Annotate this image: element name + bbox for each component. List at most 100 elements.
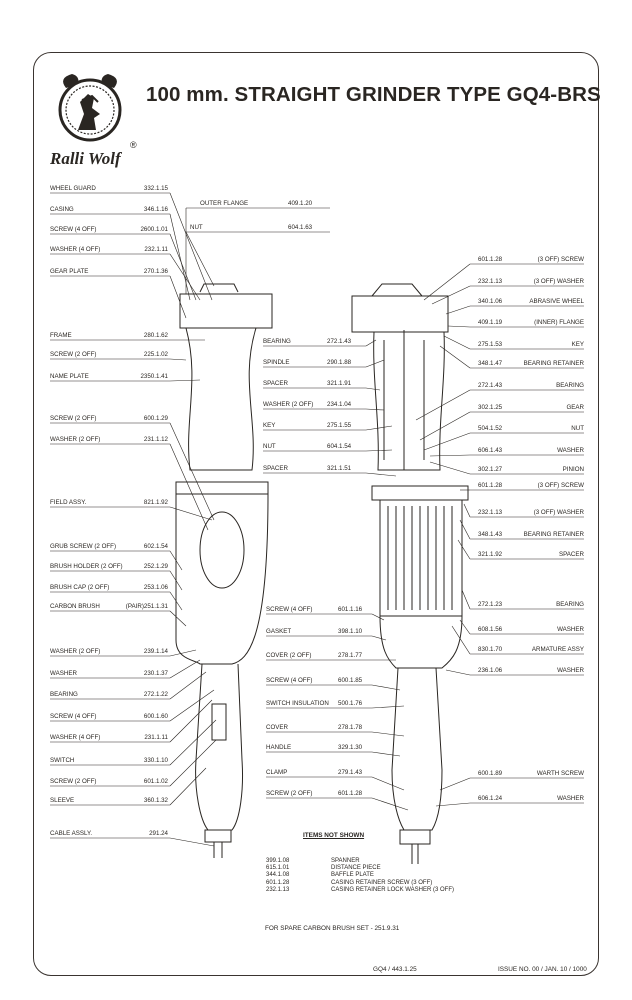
leader-line: [169, 837, 215, 847]
part-number: 232.1.11: [144, 246, 168, 253]
leader-line: [169, 719, 217, 766]
part-number: 606.1.24: [478, 795, 503, 802]
leader-line: [459, 519, 471, 540]
part-name: FRAME: [50, 332, 72, 339]
not-shown-part-name: DISTANCE PIECE: [331, 865, 381, 872]
part-number: 2600.1.01: [140, 226, 168, 233]
part-name: WASHER: [557, 667, 584, 674]
leader-line: [371, 797, 409, 811]
part-name: SCREW (2 OFF): [50, 351, 97, 358]
leader-line: [371, 684, 401, 691]
not-shown-part-number: 399.1.08: [266, 858, 290, 864]
part-name: SPINDLE: [263, 359, 290, 366]
part-name: NUT: [263, 443, 276, 450]
leader-line: [169, 192, 213, 301]
leader-line: [461, 589, 471, 610]
part-number: 280.1.62: [143, 332, 168, 339]
armature-section: [379, 499, 463, 617]
part-number: 348.1.43: [478, 531, 503, 538]
part-number: 340.1.06: [478, 298, 503, 305]
part-name: PINION: [562, 466, 584, 473]
leader-line: [447, 325, 471, 328]
motor-housing-outline: [175, 493, 269, 665]
part-number: 360.1.32: [143, 797, 168, 804]
not-shown-part-name: CASING RETAINER SCREW (3 OFF): [331, 879, 433, 886]
page-title: 100 mm. STRAIGHT GRINDER TYPE GQ4-BRS: [146, 83, 601, 106]
part-number: 234.1.04: [327, 401, 352, 408]
leader-line: [443, 335, 471, 350]
leader-line: [457, 539, 471, 560]
leader-line: [365, 408, 385, 411]
part-number: 278.1.78: [338, 724, 363, 731]
part-number: 830.1.70: [478, 646, 503, 653]
part-number: (PAIR)251.1.31: [125, 603, 168, 610]
part-name: BEARING: [50, 691, 78, 698]
part-number: 346.1.16: [143, 206, 168, 213]
part-name: COVER (2 OFF): [266, 652, 312, 659]
leader-line: [365, 472, 397, 477]
part-name: BEARING RETAINER: [523, 360, 584, 367]
leader-line: [371, 613, 385, 621]
handle-outline: [195, 663, 243, 831]
leader-line: [439, 345, 471, 369]
leader-line: [371, 635, 387, 641]
part-number: 600.1.85: [338, 677, 363, 684]
leader-line: [169, 610, 187, 627]
part-number: 275.1.53: [478, 341, 503, 348]
part-number: 2350.1.41: [140, 373, 168, 380]
part-number: 601.1.16: [338, 606, 363, 613]
part-number: 270.1.36: [143, 268, 168, 275]
part-name: WASHER (2 OFF): [50, 648, 101, 655]
part-name: HANDLE: [266, 744, 292, 751]
not-shown-part-number: 232.1.13: [266, 886, 290, 893]
leader-line: [169, 253, 201, 301]
part-name: KEY: [571, 341, 584, 348]
leader-line: [169, 275, 187, 319]
leader-line: [169, 671, 207, 700]
leader-line: [169, 443, 209, 531]
part-name: WASHER: [557, 626, 584, 633]
part-number: 275.1.55: [327, 422, 352, 429]
part-number: 600.1.29: [143, 415, 168, 422]
part-name: CABLE ASSLY.: [50, 830, 93, 837]
leader-line: [169, 591, 183, 611]
leader-line: [169, 233, 197, 301]
part-number: 321.1.51: [327, 465, 352, 472]
part-name: WASHER (4 OFF): [50, 734, 101, 741]
part-number: 606.1.43: [478, 447, 503, 454]
leader-line: [445, 669, 471, 676]
part-number: 278.1.77: [338, 652, 363, 659]
part-number: 504.1.52: [478, 425, 503, 432]
part-number: 601.1.28: [478, 482, 503, 489]
part-number: 398.1.10: [338, 628, 363, 635]
part-name: SWITCH INSULATION: [266, 700, 329, 707]
part-number: 602.1.54: [143, 543, 168, 550]
part-number: 232.1.13: [478, 509, 503, 516]
part-name: NAME PLATE: [50, 373, 89, 380]
wheel-guard-outline: [179, 293, 273, 329]
part-name: BEARING RETAINER: [523, 531, 584, 538]
leader-line: [371, 731, 405, 737]
leader-line: [365, 339, 377, 347]
part-name: SCREW (2 OFF): [50, 415, 97, 422]
leader-line: [169, 379, 201, 382]
leader-line: [169, 506, 213, 521]
footer-code: GQ4 / 443.1.25: [373, 966, 417, 973]
leader-line: [169, 689, 215, 722]
part-name: BEARING: [556, 382, 584, 389]
leader-line: [463, 503, 471, 518]
part-number: 279.1.43: [338, 769, 363, 776]
part-name: KEY: [263, 422, 276, 429]
part-number: 332.1.15: [143, 185, 168, 192]
part-name: SPACER: [263, 465, 288, 472]
part-name: (3 OFF) WASHER: [533, 278, 584, 285]
leader-line: [365, 359, 385, 368]
leader-line: [169, 358, 187, 361]
part-name: FIELD ASSY.: [50, 499, 87, 506]
not-shown-part-number: 601.1.28: [266, 879, 290, 886]
leader-line: [169, 570, 183, 591]
part-number: 252.1.29: [143, 563, 168, 570]
part-number: 290.1.88: [327, 359, 352, 366]
not-shown-part-name: BAFFLE PLATE: [331, 872, 374, 879]
part-name: WASHER: [557, 447, 584, 454]
